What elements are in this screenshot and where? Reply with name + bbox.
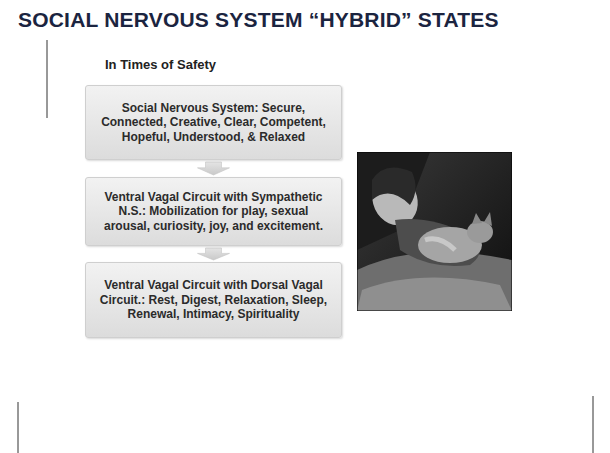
state-box: Ventral Vagal Circuit with Dorsal Vagal … xyxy=(85,262,342,338)
state-box: Ventral Vagal Circuit with Sympathetic N… xyxy=(85,177,342,246)
box-text: Social Nervous System: Secure, Connected… xyxy=(94,101,333,145)
block-arrow xyxy=(198,248,230,260)
state-box: Social Nervous System: Secure, Connected… xyxy=(85,85,342,160)
photo-woman-with-cat xyxy=(357,152,512,311)
section-label: In Times of Safety xyxy=(105,57,216,72)
box-text: Ventral Vagal Circuit with Sympathetic N… xyxy=(94,190,333,234)
slide-title: SOCIAL NERVOUS SYSTEM “HYBRID” STATES xyxy=(18,8,499,32)
box-text: Ventral Vagal Circuit with Dorsal Vagal … xyxy=(94,278,333,322)
accent-line xyxy=(47,40,48,118)
block-arrow xyxy=(198,162,230,175)
frame-line xyxy=(593,396,594,453)
frame-line xyxy=(18,402,19,453)
